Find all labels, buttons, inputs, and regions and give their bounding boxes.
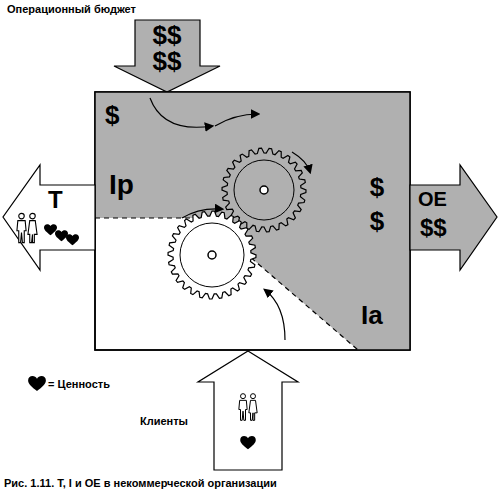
- gear-hub: [208, 251, 216, 259]
- money-sign: $: [105, 102, 119, 129]
- gear-hub: [260, 186, 268, 194]
- arrow-node: $ Ip $ $ Ia: [95, 92, 410, 350]
- figure-caption: Рис. 1.11. T, I и OE в некоммерческой ор…: [4, 477, 277, 489]
- heart-swatch: [28, 376, 46, 392]
- gear-rim: [180, 223, 244, 287]
- arrow-node: OE $$: [410, 165, 498, 270]
- gear: [168, 211, 256, 299]
- legend-text: = Ценность: [48, 378, 110, 390]
- inventory-label: Ip: [109, 170, 134, 199]
- arrow-node: Клиенты: [140, 350, 300, 470]
- gear: [222, 148, 306, 232]
- throughput-label: T: [48, 187, 63, 212]
- arrow-node: T: [2, 165, 95, 270]
- legend: = Ценность: [28, 376, 110, 392]
- gear-rim: [234, 160, 294, 220]
- arrow-node: Операционный бюджет$$ $$: [5, 2, 230, 94]
- money-sign: $ $: [365, 170, 389, 238]
- budget-label: Операционный бюджет: [7, 4, 136, 16]
- inventory-label: Ia: [361, 302, 383, 329]
- expense-label: OE: [418, 189, 447, 210]
- money-sign: $$: [420, 215, 447, 240]
- money-sign: $$ $$: [136, 22, 198, 74]
- clients-label: Клиенты: [140, 416, 188, 428]
